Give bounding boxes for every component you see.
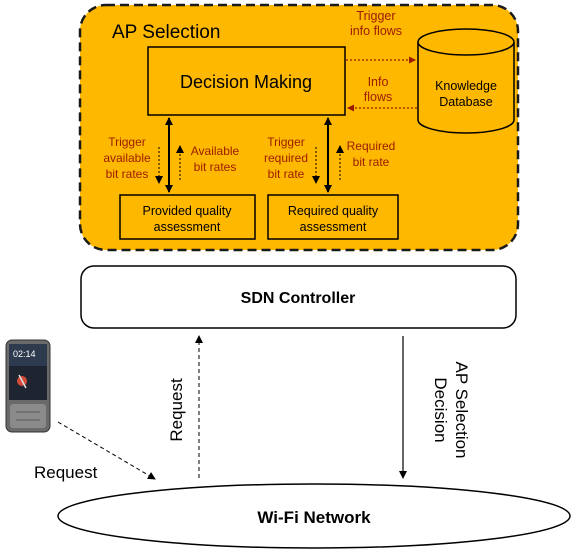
phone-time: 02:14 [13,349,36,359]
required-bit-rate-label-line2: bit rate [353,155,390,169]
wifi-network-ellipse [57,483,571,549]
wifi-network-label: Wi-Fi Network [257,508,371,527]
smartphone-icon: 02:14 [5,339,51,433]
trigger-info-flows-label-line1: Trigger [356,9,395,23]
knowledge-database-label-line1: Knowledge [435,79,497,93]
device-request-label: Request [34,463,98,482]
ap-selection-decision-label-line2: Decision [431,377,450,442]
info-flows-label-line1: Info [368,75,389,89]
ap-selection-panel: AP Selection Decision Making Knowledge D… [78,3,520,252]
available-bit-rates-label-line2: bit rates [194,160,237,174]
provided-quality-label-line2: assessment [154,220,221,234]
request-vertical-label: Request [167,378,186,442]
ap-selection-title: AP Selection [112,22,220,43]
decision-making-label: Decision Making [180,72,312,92]
info-flows-label-line2: flows [364,90,392,104]
sdn-controller-box [80,265,517,329]
trigger-required-label-line3: bit rate [268,167,305,181]
required-quality-label-line2: assessment [300,220,367,234]
trigger-available-label-line1: Trigger [108,135,146,149]
ap-selection-decision-label-line1: AP Selection [452,361,471,458]
knowledge-database-label-line2: Database [439,95,493,109]
required-quality-assessment-box [267,194,399,240]
device-request-arrow [57,421,156,480]
required-bit-rate-label-line1: Required [347,139,396,153]
trigger-required-label-line1: Trigger [267,135,305,149]
knowledge-database-cylinder: Knowledge Database [417,28,515,134]
decision-making-box [147,46,346,116]
available-bit-rates-label-line1: Available [191,144,240,158]
trigger-available-label-line3: bit rates [106,167,149,181]
trigger-available-label-line2: available [103,151,151,165]
trigger-required-label-line2: required [264,151,308,165]
sdn-controller-label: SDN Controller [241,290,356,307]
provided-quality-assessment-box [119,194,256,240]
required-quality-label-line1: Required quality [288,204,379,218]
trigger-info-flows-label-line2: info flows [350,24,402,38]
provided-quality-label-line1: Provided quality [143,204,233,218]
